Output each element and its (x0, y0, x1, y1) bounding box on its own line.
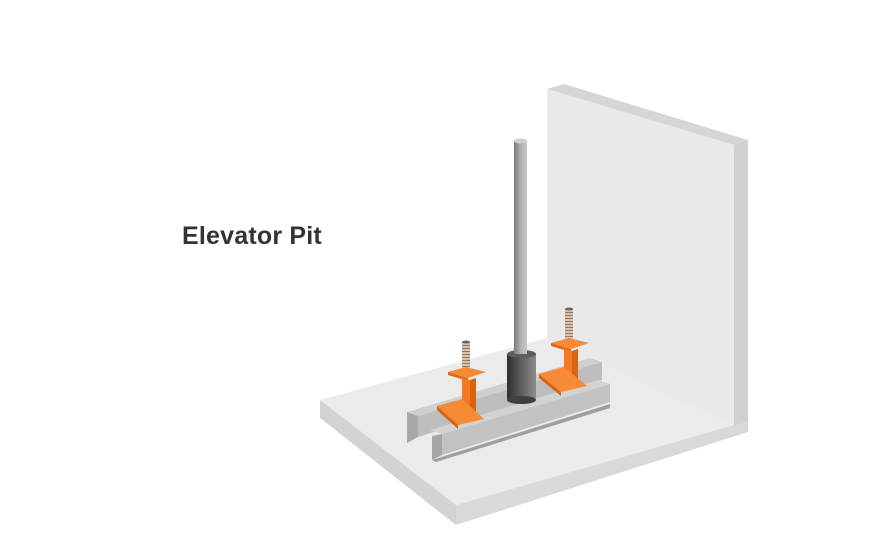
spring-icon (462, 342, 470, 370)
pit-wall (547, 84, 748, 427)
spring-buffer-right (539, 307, 589, 396)
diagram-title: Elevator Pit (182, 222, 322, 250)
spring-icon (565, 309, 573, 342)
plunger-cylinder (507, 138, 536, 404)
spring-buffer-left (437, 340, 486, 429)
